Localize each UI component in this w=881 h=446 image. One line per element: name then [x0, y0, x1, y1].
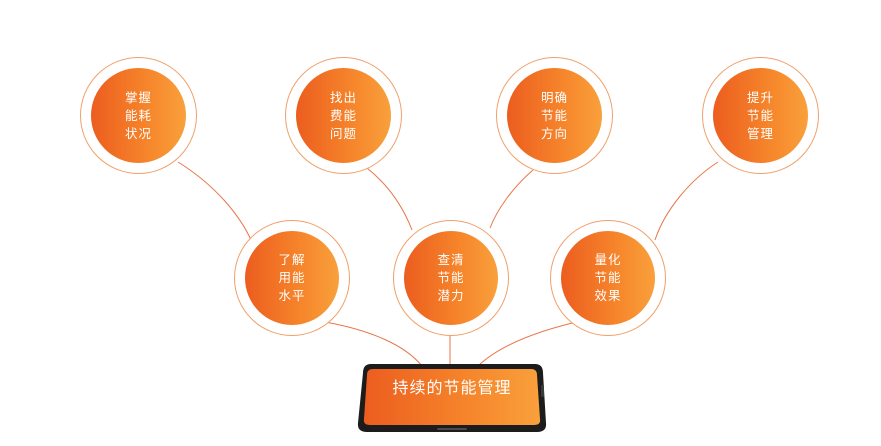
node-disc: 明确 节能 方向	[507, 68, 602, 163]
node-clarify-saving-direction: 明确 节能 方向	[496, 57, 613, 174]
node-disc: 查清 节能 潜力	[404, 231, 498, 325]
node-quantify-saving-effect: 量化 节能 效果	[550, 220, 666, 336]
node-text-line: 水平	[278, 288, 306, 303]
connector-1	[177, 161, 253, 243]
node-text-line: 提升	[746, 89, 774, 105]
phone-icon	[357, 364, 547, 432]
node-text-line: 掌握	[124, 89, 152, 105]
node-disc: 提升 节能 管理	[713, 68, 808, 163]
node-text-line: 潜力	[437, 288, 465, 303]
node-text-line: 管理	[746, 125, 774, 141]
node-text-line: 量化	[594, 252, 622, 267]
node-text-line: 方向	[540, 125, 568, 141]
connector-2	[366, 167, 413, 231]
node-master-energy-status: 掌握 能耗 状况	[80, 57, 197, 174]
node-text-line: 问题	[329, 125, 357, 141]
node-text-line: 明确	[540, 89, 568, 105]
node-text-line: 找出	[329, 89, 357, 105]
node-text-line: 查清	[437, 252, 465, 267]
connector-4	[654, 161, 719, 241]
node-disc: 量化 节能 效果	[561, 231, 655, 325]
node-text-line: 节能	[437, 270, 465, 285]
node-improve-saving-management: 提升 节能 管理	[702, 57, 819, 174]
connector-7	[477, 319, 586, 367]
node-find-waste-issues: 找出 费能 问题	[285, 57, 402, 174]
connector-5	[324, 321, 423, 367]
node-text-line: 节能	[594, 270, 622, 285]
node-disc: 掌握 能耗 状况	[91, 68, 186, 163]
node-text-line: 效果	[594, 288, 622, 303]
node-text-line: 能耗	[124, 107, 152, 123]
node-text-line: 了解	[278, 252, 306, 267]
node-disc: 找出 费能 问题	[296, 68, 391, 163]
node-understand-usage-level: 了解 用能 水平	[234, 220, 350, 336]
connector-3	[489, 169, 534, 229]
node-text-line: 费能	[329, 107, 357, 123]
diagram-title: 持续的节能管理	[392, 378, 512, 397]
node-identify-saving-potential: 查清 节能 潜力	[393, 220, 509, 336]
node-text-line: 用能	[278, 270, 306, 285]
node-text-line: 状况	[124, 125, 152, 141]
phone-title-box: 持续的节能管理	[357, 361, 547, 435]
node-text-line: 节能	[746, 107, 774, 123]
node-disc: 了解 用能 水平	[245, 231, 339, 325]
node-text-line: 节能	[540, 107, 568, 123]
